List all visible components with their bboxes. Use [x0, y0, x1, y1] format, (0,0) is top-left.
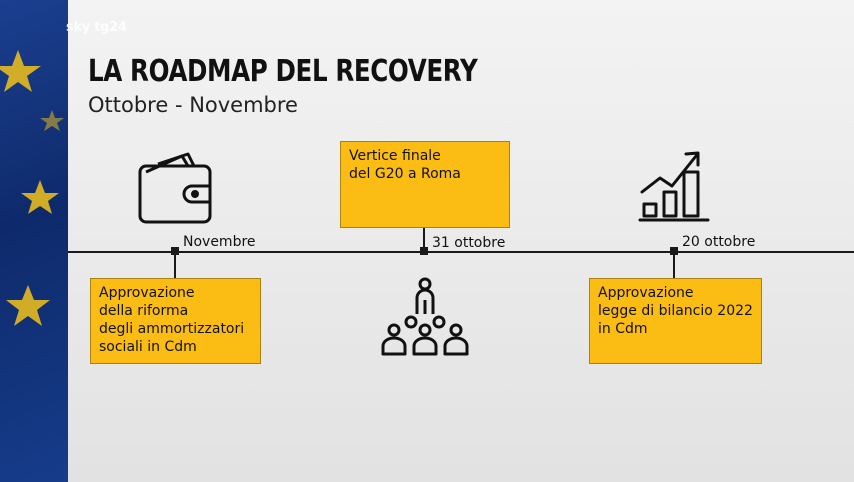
event-text-line: del G20 a Roma: [349, 166, 461, 182]
timeline-axis: [68, 251, 854, 253]
event-text-line: sociali in Cdm: [99, 339, 197, 355]
growth-chart-icon: [638, 151, 710, 222]
event-box: Approvazione legge di bilancio 2022 in C…: [589, 278, 762, 364]
infographic-card: [68, 0, 854, 482]
page-title: LA ROADMAP DEL RECOVERY: [88, 54, 478, 89]
event-text-line: Approvazione: [99, 285, 195, 301]
event-text-line: Approvazione: [598, 285, 694, 301]
event-box: Vertice finale del G20 a Roma: [340, 141, 510, 228]
timeline-connector: [673, 252, 675, 278]
timeline-connector: [174, 252, 176, 278]
channel-logo: sky tg24: [66, 20, 127, 35]
event-text-line: legge di bilancio 2022: [598, 303, 753, 319]
eu-stars-icon: [0, 50, 64, 326]
timeline-connector: [423, 228, 425, 252]
timeline-date: 31 ottobre: [432, 235, 506, 251]
event-text-line: in Cdm: [598, 321, 648, 337]
audience-icon: [381, 277, 469, 356]
eu-flag-background: [0, 0, 68, 482]
wallet-icon: [138, 152, 212, 224]
event-text-line: degli ammortizzatori: [99, 321, 245, 337]
event-text-line: della riforma: [99, 303, 189, 319]
event-box: Approvazione della riforma degli ammorti…: [90, 278, 261, 364]
timeline-marker: [171, 247, 179, 255]
timeline-marker: [420, 247, 428, 255]
event-text-line: Vertice finale: [349, 148, 441, 164]
timeline-date: Novembre: [183, 234, 256, 250]
page-subtitle: Ottobre - Novembre: [88, 93, 298, 117]
timeline-date: 20 ottobre: [682, 234, 756, 250]
timeline-marker: [670, 247, 678, 255]
